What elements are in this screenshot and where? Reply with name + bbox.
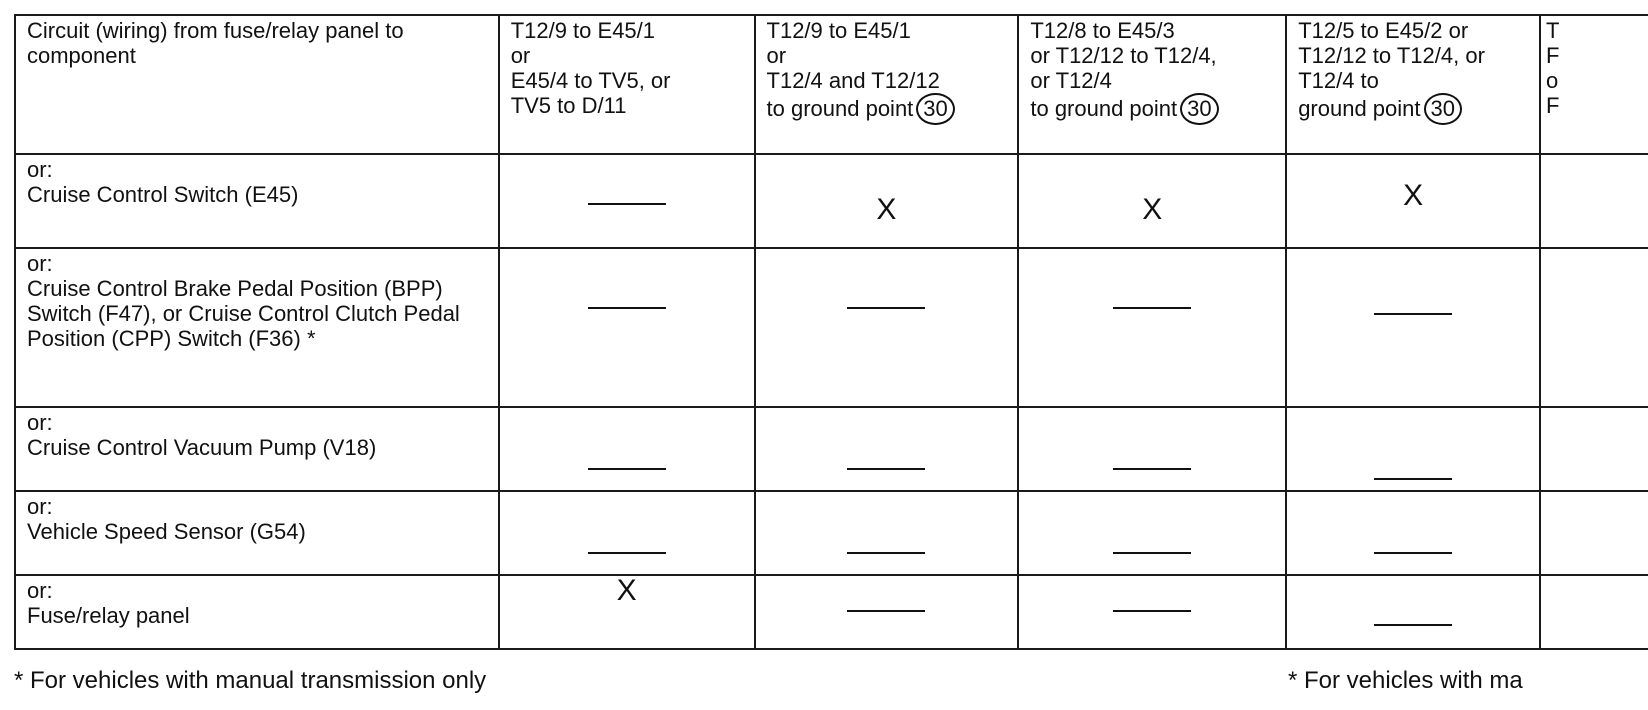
row-component-label: Cruise Control Brake Pedal Position (BPP… <box>27 276 460 351</box>
row-prefix: or: <box>27 494 53 519</box>
result-cell: X <box>1285 153 1542 249</box>
header-row-label: Circuit (wiring) from fuse/relay panel t… <box>14 14 500 155</box>
row-component-label: Cruise Control Vacuum Pump (V18) <box>27 435 377 460</box>
row-label-cell: or:Cruise Control Vacuum Pump (V18) <box>14 406 500 492</box>
result-cell <box>1539 247 1648 408</box>
table-row: or:Fuse/relay panel X <box>14 574 1648 650</box>
header-column-text: T12/5 to E45/2 or T12/12 to T12/4, or T1… <box>1298 18 1485 121</box>
dash-mark <box>587 203 666 205</box>
header-column-1: T12/9 to E45/1 or E45/4 to TV5, or TV5 t… <box>497 14 756 155</box>
row-prefix: or: <box>27 410 53 435</box>
result-cell <box>753 406 1020 492</box>
row-label-cell: or:Cruise Control Brake Pedal Position (… <box>14 247 500 408</box>
table-row: or:Cruise Control Switch (E45) X X X <box>14 153 1648 249</box>
row-label-cell: or:Fuse/relay panel <box>14 574 500 650</box>
footnote-right: * For vehicles with ma <box>1288 667 1523 694</box>
table-row: or:Cruise Control Vacuum Pump (V18) <box>14 406 1648 492</box>
dash-mark <box>1113 307 1192 309</box>
header-column-3: T12/8 to E45/3 or T12/12 to T12/4, or T1… <box>1017 14 1288 155</box>
result-cell <box>753 490 1020 576</box>
ground-point-ref-icon: 30 <box>1180 93 1219 125</box>
result-cell <box>497 153 756 249</box>
result-cell <box>753 574 1020 650</box>
dash-mark <box>587 468 666 470</box>
row-label-cell: or:Cruise Control Switch (E45) <box>14 153 500 249</box>
dash-mark <box>1113 468 1192 470</box>
result-cell: X <box>497 574 756 650</box>
table-row: or:Vehicle Speed Sensor (G54) <box>14 490 1648 576</box>
ground-point-ref-icon: 30 <box>916 93 955 125</box>
header-column-text: T12/9 to E45/1 or T12/4 and T12/12 to gr… <box>766 18 940 121</box>
header-column-5: T F o F <box>1539 14 1648 155</box>
result-cell <box>1285 574 1542 650</box>
result-cell <box>1539 153 1648 249</box>
result-cell <box>1539 490 1648 576</box>
dash-mark <box>847 552 926 554</box>
header-column-text: T F o F <box>1546 18 1560 118</box>
result-cell <box>1017 490 1288 576</box>
header-column-4: T12/5 to E45/2 or T12/12 to T12/4, or T1… <box>1285 14 1542 155</box>
result-cell <box>753 247 1020 408</box>
row-prefix: or: <box>27 251 53 276</box>
row-prefix: or: <box>27 578 53 603</box>
row-label-cell: or:Vehicle Speed Sensor (G54) <box>14 490 500 576</box>
result-cell <box>1017 247 1288 408</box>
header-column-text: T12/9 to E45/1 or E45/4 to TV5, or TV5 t… <box>510 18 671 118</box>
dash-mark <box>1374 313 1453 315</box>
dash-mark <box>1113 610 1192 612</box>
row-component-label: Cruise Control Switch (E45) <box>27 182 299 207</box>
row-component-label: Vehicle Speed Sensor (G54) <box>27 519 306 544</box>
result-cell <box>497 247 756 408</box>
result-cell <box>497 490 756 576</box>
dash-mark <box>847 307 926 309</box>
result-cell <box>497 406 756 492</box>
table-row: or:Cruise Control Brake Pedal Position (… <box>14 247 1648 408</box>
header-column-text: T12/8 to E45/3 or T12/12 to T12/4, or T1… <box>1030 18 1217 121</box>
result-cell <box>1539 406 1648 492</box>
result-cell <box>1017 406 1288 492</box>
dash-mark <box>1374 624 1453 626</box>
result-cell <box>1539 574 1648 650</box>
footnote-left: * For vehicles with manual transmission … <box>14 667 487 694</box>
x-mark: X <box>1142 193 1163 226</box>
result-cell: X <box>753 153 1020 249</box>
dash-mark <box>1374 552 1453 554</box>
dash-mark <box>847 610 926 612</box>
dash-mark <box>587 307 666 309</box>
result-cell: X <box>1017 153 1288 249</box>
row-prefix: or: <box>27 157 53 182</box>
x-mark: X <box>1403 179 1424 212</box>
result-cell <box>1285 490 1542 576</box>
x-mark: X <box>876 193 897 226</box>
result-cell <box>1285 406 1542 492</box>
dash-mark <box>1113 552 1192 554</box>
dash-mark <box>847 468 926 470</box>
circuit-test-table: Circuit (wiring) from fuse/relay panel t… <box>14 14 1648 650</box>
ground-point-ref-icon: 30 <box>1423 93 1462 125</box>
dash-mark <box>587 552 666 554</box>
header-column-2: T12/9 to E45/1 or T12/4 and T12/12 to gr… <box>753 14 1020 155</box>
table-header-row: Circuit (wiring) from fuse/relay panel t… <box>14 14 1648 155</box>
row-component-label: Fuse/relay panel <box>27 603 190 628</box>
x-mark: X <box>616 575 637 607</box>
result-cell <box>1285 247 1542 408</box>
result-cell <box>1017 574 1288 650</box>
dash-mark <box>1374 478 1453 480</box>
